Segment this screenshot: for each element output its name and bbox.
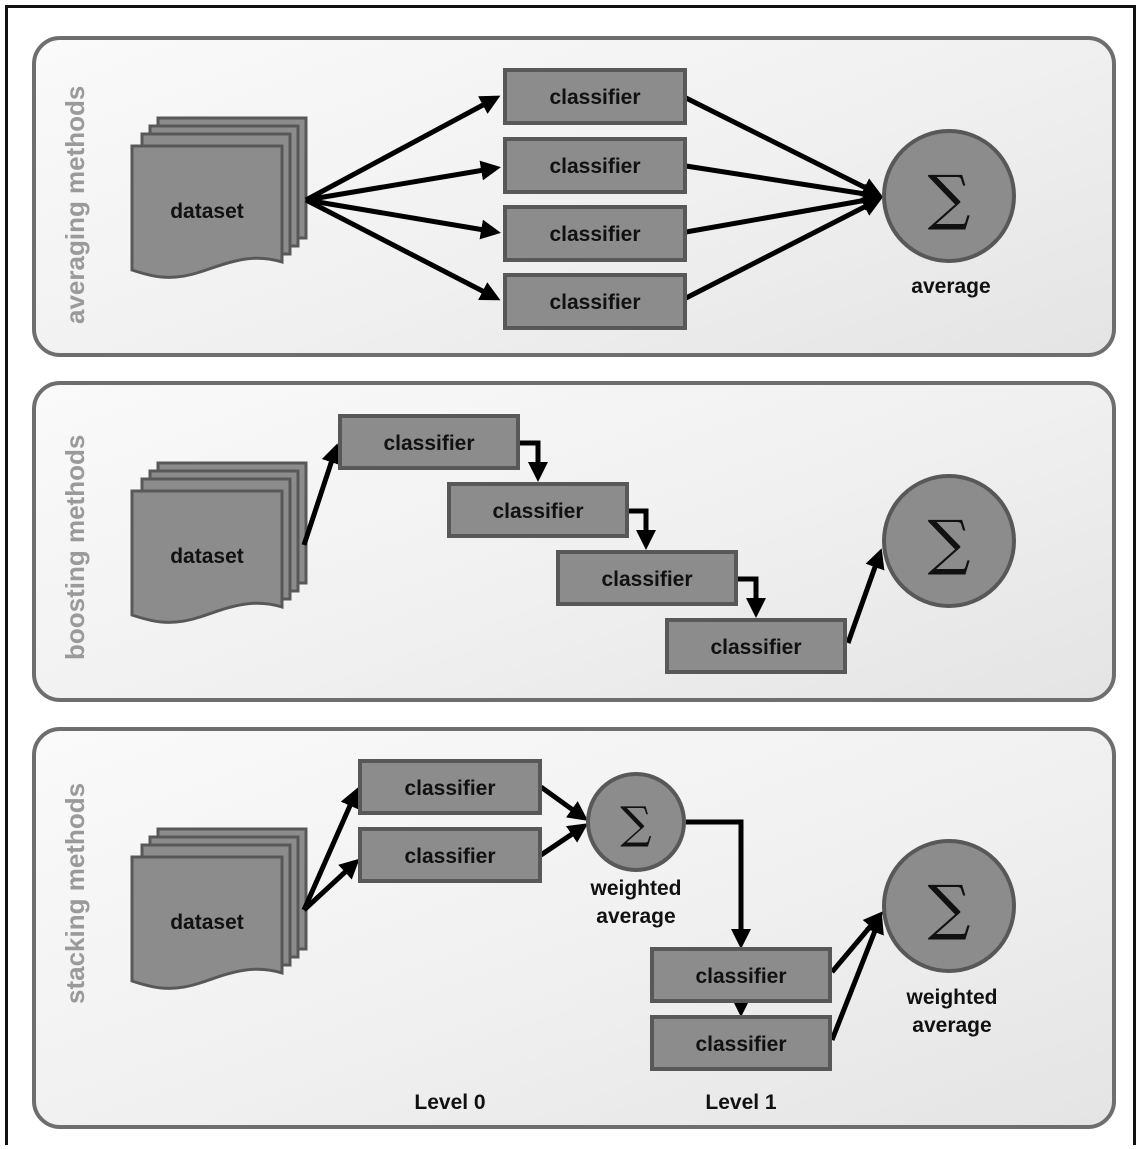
sum-label: average [911, 275, 990, 298]
classifier-label: classifier [601, 568, 692, 591]
sum-label-line1: weighted [905, 986, 997, 1009]
sum-symbol: ∑ [928, 508, 971, 578]
level-1-label: Level 1 [705, 1091, 777, 1114]
classifier-box [503, 68, 687, 125]
averaging-classifier: classifier [503, 68, 687, 125]
arrow [685, 163, 883, 204]
classifier-box [447, 482, 629, 538]
sum-label-line2: average [912, 1014, 991, 1037]
dataset-document-icon [130, 144, 284, 279]
arrow [738, 576, 766, 618]
averaging-sum-node: ∑ average [882, 129, 1016, 298]
sum-symbol: ∑ [928, 163, 971, 233]
sum-circle [882, 474, 1016, 608]
averaging-dataset: dataset [130, 116, 308, 279]
boosting-dataset: dataset [130, 461, 308, 624]
classifier-label: classifier [710, 636, 801, 659]
dataset-label: dataset [170, 200, 244, 223]
classifier-label: classifier [549, 291, 640, 314]
sum-circle [586, 772, 686, 872]
classifier-box [338, 414, 520, 470]
arrow [829, 913, 884, 1041]
sum-circle [882, 129, 1016, 263]
dataset-label: dataset [170, 911, 244, 934]
arrow [301, 787, 360, 912]
arrow [305, 160, 501, 203]
boosting-classifier: classifier [338, 414, 520, 470]
sum-circle [882, 839, 1016, 973]
classifier-box [650, 1015, 832, 1071]
dataset-document-icon [130, 489, 284, 624]
classifier-label: classifier [492, 500, 583, 523]
boosting-arrows [301, 440, 885, 644]
classifier-box [665, 618, 847, 674]
stacking-level0-sum-node: ∑ weighted average [586, 772, 686, 928]
boosting-sum-node: ∑ [882, 474, 1016, 608]
arrow [686, 819, 751, 949]
classifier-label: classifier [383, 432, 474, 455]
arrow [519, 440, 548, 482]
stacking-level1-classifier: classifier [650, 1015, 832, 1071]
stacking-level0-classifier: classifier [358, 759, 542, 815]
dataset-document-icon [130, 855, 284, 990]
boosting-classifier: classifier [447, 482, 629, 538]
stacking-arrows [301, 784, 884, 1041]
level-0-label: Level 0 [414, 1091, 485, 1114]
sum-symbol: ∑ [928, 873, 971, 943]
classifier-box [503, 137, 687, 194]
classifier-label: classifier [549, 86, 640, 109]
classifier-label: classifier [695, 1033, 786, 1056]
arrow [539, 784, 589, 821]
boosting-classifier: classifier [556, 550, 738, 606]
arrow [304, 95, 501, 203]
dataset-label: dataset [170, 545, 244, 568]
outer-frame [5, 5, 1136, 1145]
stacking-dataset: dataset [130, 827, 308, 990]
boosting-classifier: classifier [665, 618, 847, 674]
classifier-box [503, 273, 687, 330]
classifier-box [503, 205, 687, 262]
arrow [684, 95, 883, 197]
classifier-label: classifier [549, 223, 640, 246]
stacking-level1-sum-node: ∑ weighted average [882, 839, 1016, 1037]
classifier-label: classifier [549, 155, 640, 178]
arrow [830, 911, 884, 974]
stacking-level0-classifier: classifier [358, 827, 542, 883]
classifier-label: classifier [695, 965, 786, 988]
arrow [628, 508, 656, 550]
sum-label-line2: average [596, 905, 675, 928]
classifier-box [358, 827, 542, 883]
arrow [304, 197, 501, 301]
arrow [845, 548, 885, 644]
sum-symbol: ∑ [620, 798, 651, 849]
classifier-box [650, 947, 832, 1003]
arrow [685, 190, 883, 235]
classifier-label: classifier [404, 845, 495, 868]
arrow [301, 443, 341, 546]
classifier-box [358, 759, 542, 815]
stacking-level1-classifier: classifier [650, 947, 832, 1003]
arrow [305, 197, 501, 240]
averaging-classifier: classifier [503, 137, 687, 194]
arrow [684, 197, 883, 301]
sum-label-line1: weighted [589, 877, 681, 900]
arrow [302, 858, 360, 912]
classifier-label: classifier [404, 777, 495, 800]
averaging-arrows [304, 95, 883, 301]
averaging-classifier: classifier [503, 205, 687, 262]
arrow [539, 823, 589, 858]
averaging-classifier: classifier [503, 273, 687, 330]
classifier-box [556, 550, 738, 606]
